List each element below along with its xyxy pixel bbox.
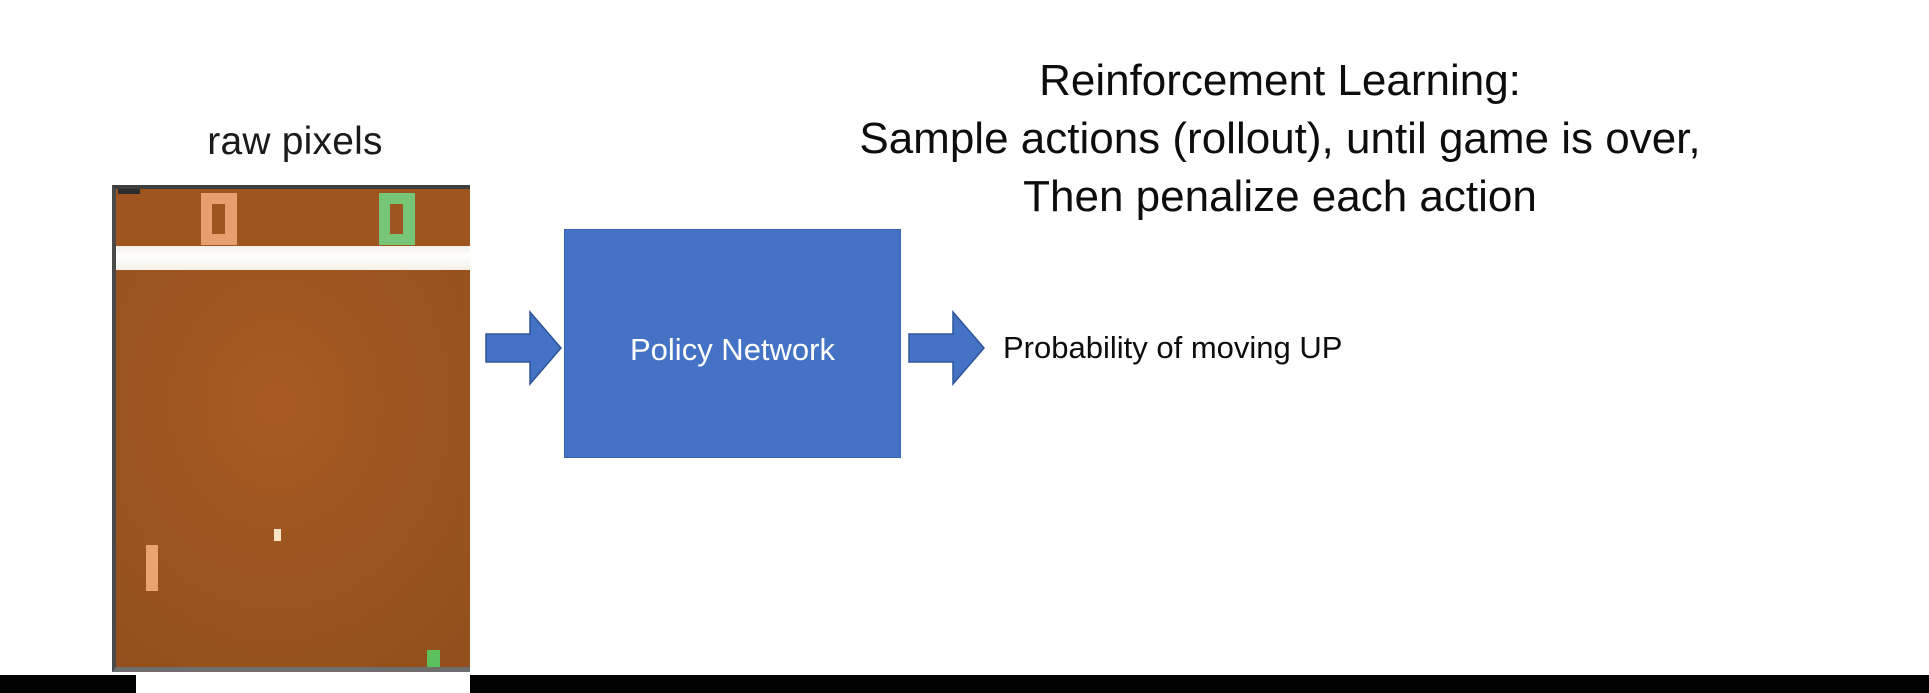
- pong-scoreboard: [116, 189, 470, 246]
- pong-divider-bar: [116, 246, 470, 270]
- policy-network-label: Policy Network: [630, 332, 835, 367]
- right-arrow-icon: [485, 309, 563, 391]
- pong-paddle-right: [427, 650, 440, 667]
- policy-network-box: Policy Network: [564, 229, 901, 458]
- output-probability-label: Probability of moving UP: [1003, 330, 1343, 365]
- heading-line-3: Then penalize each action: [1023, 172, 1537, 221]
- raw-pixels-caption: raw pixels: [207, 120, 383, 163]
- right-arrow-icon: [908, 309, 986, 391]
- score-digit-right: [379, 193, 415, 245]
- score-digit-left: [201, 193, 237, 245]
- pong-ball: [274, 529, 281, 541]
- pong-game-screen: [112, 185, 470, 672]
- page-title: Reinforcement Learning: Sample actions (…: [640, 52, 1920, 226]
- screen-notch: [118, 189, 140, 194]
- heading-line-1: Reinforcement Learning:: [1039, 56, 1521, 105]
- bottom-bar-right: [470, 675, 1929, 693]
- heading-line-2: Sample actions (rollout), until game is …: [859, 114, 1701, 163]
- bottom-bar-left: [0, 675, 136, 693]
- pong-paddle-left: [146, 545, 158, 591]
